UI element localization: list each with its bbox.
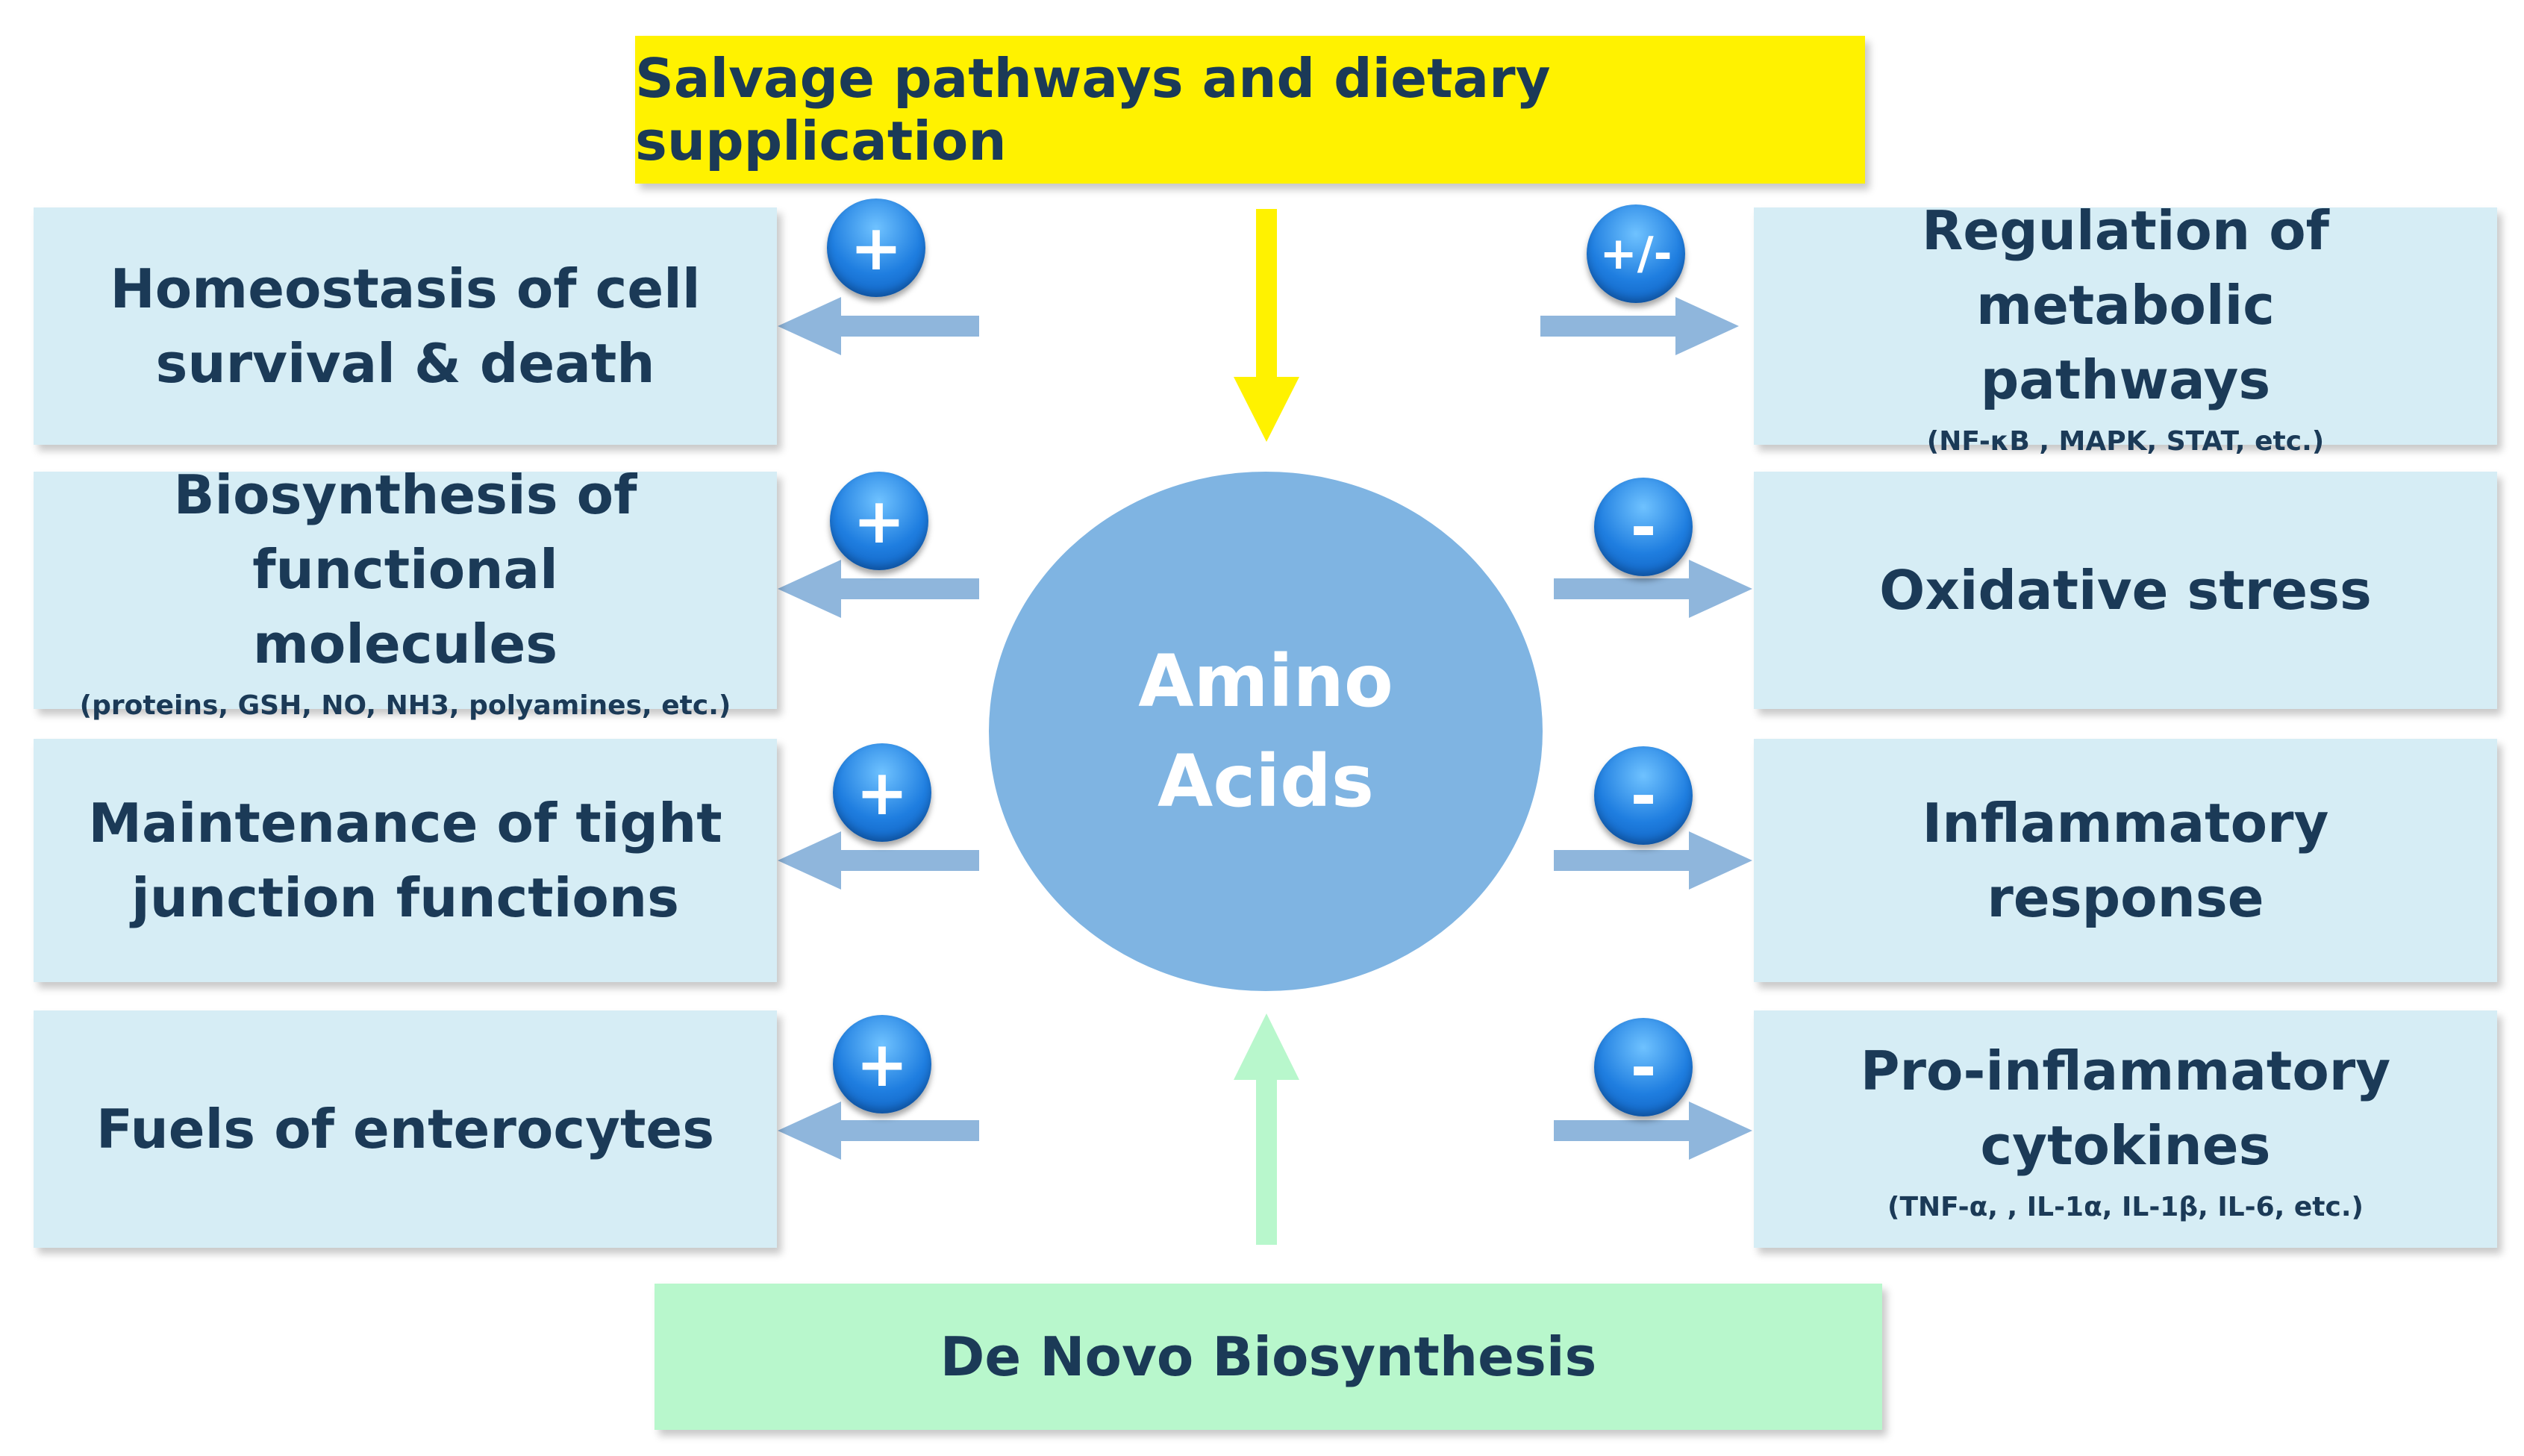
box-biosynthesis-line2: molecules	[252, 613, 558, 675]
amino-acids-line1: Amino	[1138, 640, 1393, 723]
minus-badge-2: -	[1594, 746, 1693, 845]
minus-badge-1: -	[1594, 478, 1693, 576]
box-tight-junction-line1: Maintenance of tight	[88, 792, 722, 854]
box-homeostasis-line1: Homeostasis of cell	[110, 257, 701, 320]
box-regulation-sub: (NF-κB , MAPK, STAT, etc.)	[1926, 426, 2325, 457]
box-tight-junction-line2: junction functions	[131, 866, 679, 929]
box-biosynthesis-sub: (proteins, GSH, NO, NH3, polyamines, etc…	[79, 690, 731, 721]
arrow-right-4	[1554, 1102, 1752, 1160]
box-pro-inflammatory-line1: Pro-inflammatory	[1860, 1040, 2391, 1102]
box-regulation-line1: Regulation of metabolic	[1921, 199, 2329, 337]
arrow-right-3	[1554, 831, 1752, 890]
box-inflammatory-response-line1: Inflammatory response	[1922, 792, 2329, 929]
de-novo-biosynthesis-box: De Novo Biosynthesis	[655, 1284, 1882, 1430]
arrow-up-denovo	[1234, 1013, 1299, 1245]
box-homeostasis: Homeostasis of cell survival & death	[34, 207, 777, 445]
box-fuels: Fuels of enterocytes	[34, 1010, 777, 1248]
minus-badge-3: -	[1594, 1018, 1693, 1116]
arrow-left-1	[778, 297, 979, 355]
box-tight-junction: Maintenance of tight junction functions	[34, 739, 777, 982]
de-novo-biosynthesis-label: De Novo Biosynthesis	[940, 1325, 1597, 1388]
arrow-right-2	[1554, 560, 1752, 618]
box-pro-inflammatory: Pro-inflammatory cytokines (TNF-α, , IL-…	[1754, 1010, 2497, 1248]
box-oxidative-stress-line1: Oxidative stress	[1879, 559, 2372, 622]
arrow-left-2	[778, 560, 979, 618]
box-pro-inflammatory-line2: cytokines	[1980, 1114, 2271, 1177]
amino-acids-line2: Acids	[1158, 740, 1374, 823]
box-biosynthesis: Biosynthesis of functional molecules (pr…	[34, 463, 777, 721]
plus-badge-3: +	[833, 743, 931, 842]
salvage-pathways-box: Salvage pathways and dietary supplicatio…	[635, 36, 1865, 184]
arrow-left-4	[778, 1102, 979, 1160]
arrow-left-3	[778, 831, 979, 890]
plus-minus-badge: +/-	[1587, 204, 1685, 303]
box-biosynthesis-line1: Biosynthesis of functional	[173, 463, 637, 601]
box-regulation: Regulation of metabolic pathways (NF-κB …	[1754, 199, 2497, 457]
plus-badge-1: +	[827, 199, 925, 297]
box-pro-inflammatory-sub: (TNF-α, , IL-1α, IL-1β, IL-6, etc.)	[1887, 1192, 2364, 1222]
arrow-right-1	[1540, 297, 1739, 355]
box-fuels-line1: Fuels of enterocytes	[96, 1098, 715, 1160]
arrow-down-salvage	[1234, 209, 1299, 442]
salvage-pathways-label: Salvage pathways and dietary supplicatio…	[635, 47, 1551, 172]
box-inflammatory-response: Inflammatory response	[1754, 739, 2497, 982]
box-homeostasis-line2: survival & death	[155, 332, 655, 395]
amino-acids-circle: Amino Acids	[989, 472, 1543, 991]
box-regulation-line2: pathways	[1980, 349, 2271, 411]
plus-badge-2: +	[830, 472, 928, 570]
box-oxidative-stress: Oxidative stress	[1754, 472, 2497, 709]
plus-badge-4: +	[833, 1015, 931, 1113]
